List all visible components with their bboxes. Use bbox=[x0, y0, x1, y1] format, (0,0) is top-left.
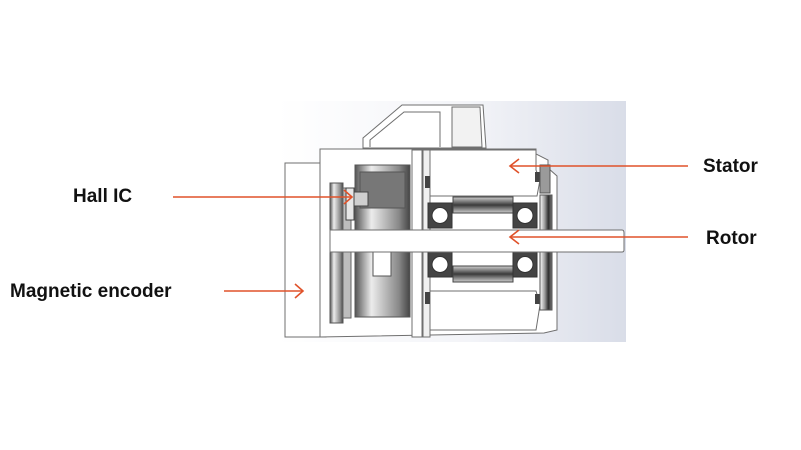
magnetic-encoder-label: Magnetic encoder bbox=[10, 281, 172, 302]
encoder-magnet-disc bbox=[329, 182, 344, 324]
rotor-core-upper bbox=[452, 196, 514, 214]
rotor-label: Rotor bbox=[706, 228, 757, 249]
stator-upper bbox=[429, 149, 541, 197]
stator-lower bbox=[429, 290, 541, 331]
stator-label: Stator bbox=[703, 156, 758, 177]
rotor-shaft bbox=[329, 229, 625, 253]
rotor-core-lower bbox=[452, 265, 514, 283]
bearings bbox=[427, 202, 538, 278]
hall-ic-label: Hall IC bbox=[73, 186, 133, 207]
annotation-arrows bbox=[173, 158, 688, 299]
